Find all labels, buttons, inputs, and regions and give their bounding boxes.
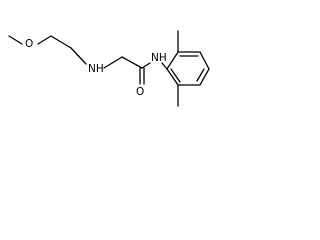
bond-amine-ch2 — [103, 56, 123, 69]
ring-double-bond-right — [196, 68, 205, 82]
ring-double-bond-left — [170, 68, 181, 83]
atom-label-amide-nitrogen: NH — [151, 52, 167, 64]
bond-oxygen-ch2 — [37, 35, 52, 45]
atom-label-ether-oxygen: O — [25, 38, 33, 50]
structure-canvas: O NH NH O — [0, 0, 220, 148]
bond-ch2-ch2 — [50, 35, 72, 49]
bond-ch2-amine — [70, 47, 87, 65]
bond-methyl-oxygen — [8, 35, 23, 45]
atom-label-amine-nitrogen: NH — [88, 63, 104, 75]
atom-label-carbonyl-oxygen: O — [136, 86, 144, 98]
molecule-drawing: O NH NH O — [8, 30, 210, 107]
bond-ch2-carbonyl — [121, 56, 143, 69]
bond-amide-ring — [161, 62, 168, 70]
bond-carbonyl-amide — [141, 62, 151, 69]
benzene-ring — [166, 51, 210, 86]
